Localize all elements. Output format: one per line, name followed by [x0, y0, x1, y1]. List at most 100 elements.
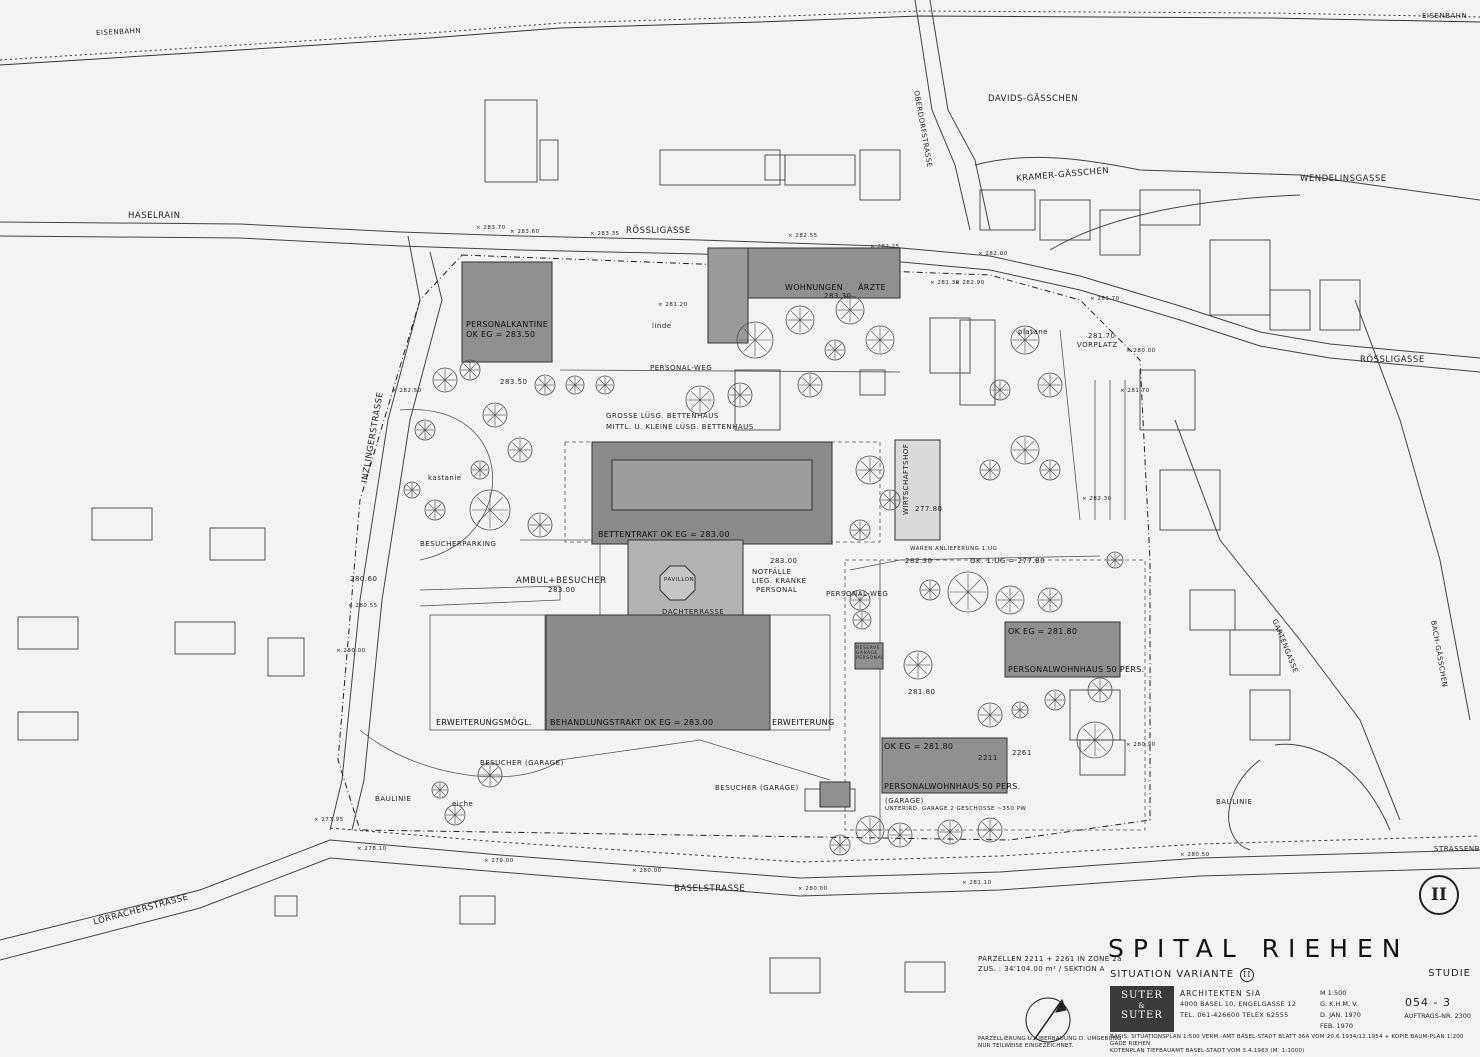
parcel-note-1: PARZELLIERUNG U. ÜBERBAUUNG D. UMGEBUNG: [978, 1036, 1122, 1042]
subtitle-variant: II: [1240, 968, 1255, 982]
label-aerzte: ÄRZTE: [858, 283, 886, 292]
label-ok-1ug: OK. 1.UG = 277.80: [970, 557, 1046, 565]
tree-icon: [887, 822, 913, 848]
tree-icon: [727, 382, 753, 408]
label-garage: (GARAGE): [885, 797, 924, 805]
spot-level: × 280.50: [1180, 852, 1210, 858]
tree-icon: [919, 579, 941, 601]
label-parcel-2261: 2261: [1012, 749, 1032, 757]
railway: [0, 10, 1480, 66]
tree-icon: [995, 585, 1025, 615]
firm-line-1: SUTER: [1121, 990, 1163, 1001]
besucher-garage-box: [819, 781, 851, 808]
street-haselrain: HASELRAIN: [128, 211, 181, 221]
label-besucher-garage-2: BESUCHER (GARAGE): [715, 784, 799, 792]
tree-icon: [855, 455, 885, 485]
spot-level: × 280.00: [336, 648, 366, 654]
label-lieg-kranke: LIEG. KRANKE: [752, 577, 807, 585]
spot-level: × 279.00: [484, 858, 514, 864]
tree-icon: [977, 817, 1003, 843]
tree-icon: [431, 781, 449, 799]
tree-icon: [855, 815, 885, 845]
tree-icon: [444, 804, 466, 826]
tree-icon: [977, 702, 1003, 728]
label-parcel-2211: 2211: [978, 754, 998, 762]
tree-icon: [979, 459, 1001, 481]
label-personalwohnhaus-2: PERSONALWOHNHAUS 50 PERS.: [884, 782, 1021, 791]
firm-details: ARCHITEKTEN SIA 4000 BASEL 10, ENGELGASS…: [1180, 988, 1296, 1021]
label-personalwohnhaus-1-level: OK EG = 281.80: [1008, 627, 1078, 636]
spot-level: × 282.00: [978, 251, 1008, 257]
spot-level: × 282.90: [955, 280, 985, 286]
label-personalwohnhaus-2-level: OK EG = 281.80: [884, 742, 954, 751]
firm-logo: SUTER & SUTER: [1110, 986, 1174, 1032]
tree-icon: [470, 460, 490, 480]
tree-icon: [414, 419, 436, 441]
tree-icon: [852, 610, 872, 630]
spot-level: × 283.35: [590, 231, 620, 237]
title-block: SPITAL RIEHEN SITUATION VARIANTE II STUD…: [1100, 930, 1475, 1054]
drawing-subtitle: SITUATION VARIANTE II: [1110, 968, 1255, 982]
spot-level: × 281.70: [1090, 296, 1120, 302]
label-personal: PERSONAL: [756, 586, 798, 594]
label-personal-weg: PERSONAL-WEG: [650, 364, 713, 372]
label-wirtschaftshof: WIRTSCHAFTSHOF: [902, 443, 910, 515]
behandlungstrakt-building: [545, 614, 771, 731]
tree-icon: [824, 339, 846, 361]
label-besucherparking: BESUCHERPARKING: [420, 540, 497, 548]
parcel-note-2: NUR TEILWEISE EINGEZEICHNET.: [978, 1043, 1074, 1049]
spot-level: × 280.00: [798, 886, 828, 892]
label-personalwohnhaus-1: PERSONALWOHNHAUS 50 PERS.: [1008, 665, 1145, 674]
tree-icon: [849, 519, 871, 541]
label-kastanie: kastanie: [428, 474, 462, 482]
label-level-2817: 281.70: [1088, 332, 1116, 340]
tree-icon: [1010, 325, 1040, 355]
subtitle-text: SITUATION VARIANTE: [1110, 969, 1235, 980]
tree-icon: [849, 589, 871, 611]
firm-address: 4000 BASEL 10, ENGELGASSE 12: [1180, 1000, 1297, 1008]
basis-line-2: KOTENPLAN TIEFBAUAMT BASEL-STADT VOM 3.4…: [1110, 1048, 1305, 1054]
label-linde: linde: [652, 322, 672, 330]
spot-level: × 278.10: [357, 846, 387, 852]
parcel-line-2: ZUS. : 34'104.00 m² / SEKTION A: [978, 965, 1105, 973]
street-davids-gaesschen: DAVIDS-GÄSSCHEN: [988, 94, 1079, 104]
firm-line-2: SUTER: [1121, 1010, 1163, 1021]
street-roessligasse-north: RÖSSLIGASSE: [626, 226, 691, 236]
streets: [0, 0, 1480, 961]
tree-icon: [534, 374, 556, 396]
label-personalkantine-small: 283.50: [500, 378, 528, 386]
spot-level: × 282.25: [870, 244, 900, 250]
label-level-2806: 280.60: [350, 575, 378, 583]
street-eisenbahn-east: EISENBAHN: [1422, 12, 1468, 20]
label-grosse-bettenhaus: GROSSE LÜSG. BETTENHAUS: [606, 412, 719, 420]
label-wirtschaftshof-level: 277.80: [915, 505, 943, 513]
drawing-date-1: D. JAN. 1970: [1320, 1011, 1361, 1019]
label-eiche: eiche: [452, 800, 474, 808]
pavilion-octagon: [659, 565, 696, 601]
drawing-title: SPITAL RIEHEN: [1108, 934, 1410, 963]
tree-icon: [482, 402, 508, 428]
drawing-meta: M 1:500 G. K.H.M. V. D. JAN. 1970 FEB. 1…: [1320, 988, 1361, 1032]
parcel-line-1: PARZELLEN 2211 + 2261 IN ZONE 2a: [978, 955, 1122, 963]
tree-icon: [785, 305, 815, 335]
label-waren-anlieferung: WAREN ANLIEFERUNG 1.UG: [910, 546, 998, 552]
spot-level: × 283.70: [476, 225, 506, 231]
label-garage-note: UNTERIRD. GARAGE 2 GESCHOSSE ~350 PW: [885, 806, 1027, 812]
street-roessligasse-east: RÖSSLIGASSE: [1360, 355, 1425, 365]
label-personalkantine-level: OK EG = 283.50: [466, 330, 536, 339]
label-vorplatz: VORPLATZ: [1077, 341, 1118, 349]
street-strassenbahn: STRASSENBAHN: [1434, 845, 1480, 853]
tree-icon: [947, 571, 989, 613]
spot-level: × 282.55: [788, 233, 818, 239]
site-paths: [359, 329, 1146, 840]
new-buildings: [461, 247, 1121, 808]
tree-icon: [1076, 721, 1114, 759]
tree-icon: [403, 481, 421, 499]
basis-line-1: BASIS: SITUATIONSPLAN 1:500 VERM.-AMT BA…: [1110, 1034, 1464, 1047]
street-wendelinsgasse: WENDELINSGASSE: [1300, 174, 1387, 184]
spot-level: × 280.00: [1126, 348, 1156, 354]
label-bettentrakt: BETTENTRAKT OK EG = 283.00: [598, 530, 730, 539]
street-baulinie-west: BAULINIE: [375, 795, 412, 803]
personalwohnhaus-1-building: [1004, 621, 1121, 678]
